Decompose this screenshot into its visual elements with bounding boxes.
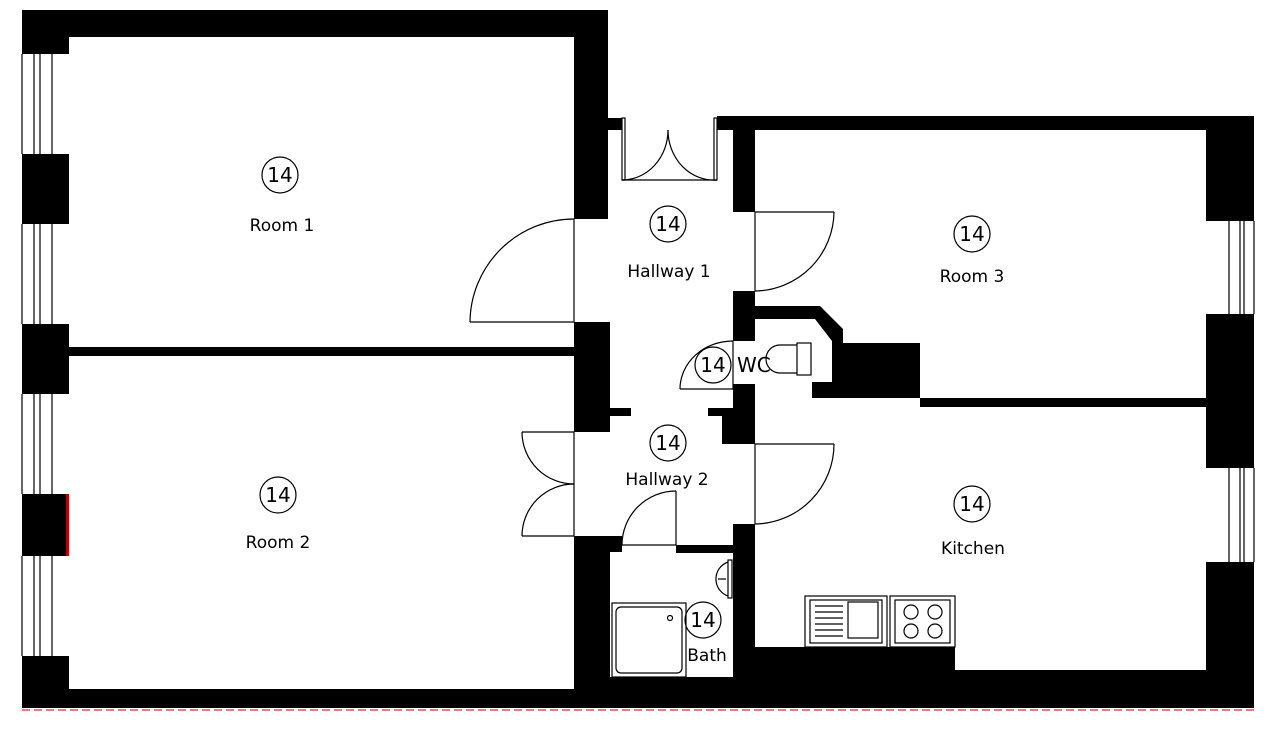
room-name: WC [737,353,771,377]
room-number: 14 [700,353,725,377]
door-bath [621,490,677,546]
window-accent-mark [66,494,69,556]
room-name: Hallway 1 [627,262,710,282]
doors [469,117,835,546]
room-number: 14 [690,608,715,632]
walls [22,10,1254,708]
fixtures [611,342,956,678]
room-name: Kitchen [941,539,1005,559]
room-number: 14 [655,431,680,455]
room-label-wc: 14 WC [694,346,771,384]
toilet-icon [765,342,812,376]
window-right-1 [1228,221,1255,314]
window-left-3 [21,394,53,494]
kitchen-sink-icon [804,595,888,648]
room-number: 14 [959,222,984,246]
room-label-room1: 14 Room 1 [250,156,315,236]
window-left-2 [21,224,53,324]
shower-tray-icon [611,602,687,678]
window-left-4 [21,556,53,656]
room-label-hallway2: 14 Hallway 2 [625,424,709,490]
door-entrance-double [621,117,718,181]
room-number: 14 [265,483,290,507]
room-label-room3: 14 Room 3 [940,215,1005,287]
door-room3 [754,211,835,292]
room-label-bath: 14 Bath [684,601,727,666]
room-number: 14 [655,212,680,236]
room-number: 14 [959,492,984,516]
bath-sink-icon [715,559,733,599]
window-left-1 [21,54,53,154]
room-label-room2: 14 Room 2 [246,476,311,553]
room-name: Room 2 [246,533,311,553]
door-room1 [469,218,575,323]
room-label-kitchen: 14 Kitchen [941,485,1005,559]
door-kitchen [754,443,835,525]
room-name: Bath [687,646,727,666]
door-wc [679,340,734,390]
room-label-hallway1: 14 Hallway 1 [627,205,711,282]
windows [21,54,1255,711]
window-right-2 [1228,468,1255,562]
room-name: Hallway 2 [625,470,708,490]
room-name: Room 1 [250,216,315,236]
room-name: Room 3 [940,267,1005,287]
room-number: 14 [267,163,292,187]
door-room2-double [521,431,575,537]
hob-icon [889,595,956,648]
